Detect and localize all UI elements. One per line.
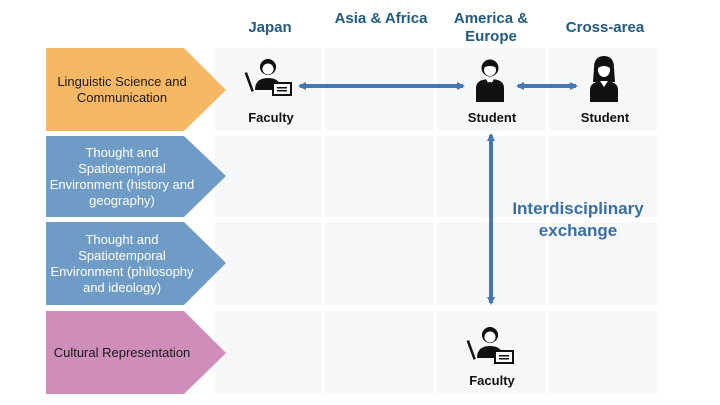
person-label-student: Student (580, 110, 630, 125)
grid-cell (215, 222, 321, 305)
grid-cell (549, 222, 657, 305)
grid-cell (549, 136, 657, 217)
row-chevron-philosophy-ideology (46, 222, 226, 305)
row-label-linguistic: Linguistic Science and Communication (46, 48, 226, 131)
column-header-cross-area: Cross-area (565, 19, 645, 36)
grid-cell (325, 311, 433, 394)
person-label-faculty: Faculty (469, 373, 515, 388)
row-label-text: Cultural Representation (53, 344, 191, 360)
row-label-philosophy-ideology: Thought and Spatiotemporal Environment (… (46, 222, 226, 305)
grid-cell (325, 136, 433, 217)
grid-cell (549, 311, 657, 394)
student-female-icon (590, 56, 618, 102)
column-header-america-europe: America & Europe (453, 10, 529, 45)
column-header-asia-africa: Asia & Africa (334, 10, 428, 27)
grid-cell (215, 136, 321, 217)
row-chevron-history-geography (46, 136, 226, 217)
student-male-icon (476, 59, 504, 102)
row-label-text: Thought and Spatiotemporal Environment (… (49, 144, 195, 208)
teacher-icon (466, 327, 514, 364)
row-label-text: Linguistic Science and Communication (57, 73, 187, 105)
grid-cell (215, 311, 321, 394)
row-label-history-geography: Thought and Spatiotemporal Environment (… (46, 136, 226, 217)
teacher-icon (244, 59, 292, 96)
row-label-text: Thought and Spatiotemporal Environment (… (50, 231, 194, 295)
exchange-label: Interdisciplinary exchange (512, 199, 644, 240)
grid-cell (325, 222, 433, 305)
row-label-cultural: Cultural Representation (46, 311, 226, 394)
row-chevron-linguistic (46, 48, 226, 131)
person-label-faculty: Faculty (248, 110, 294, 125)
row-chevron-cultural (46, 311, 226, 394)
column-header-japan: Japan (248, 19, 292, 36)
person-label-student: Student (467, 110, 517, 125)
